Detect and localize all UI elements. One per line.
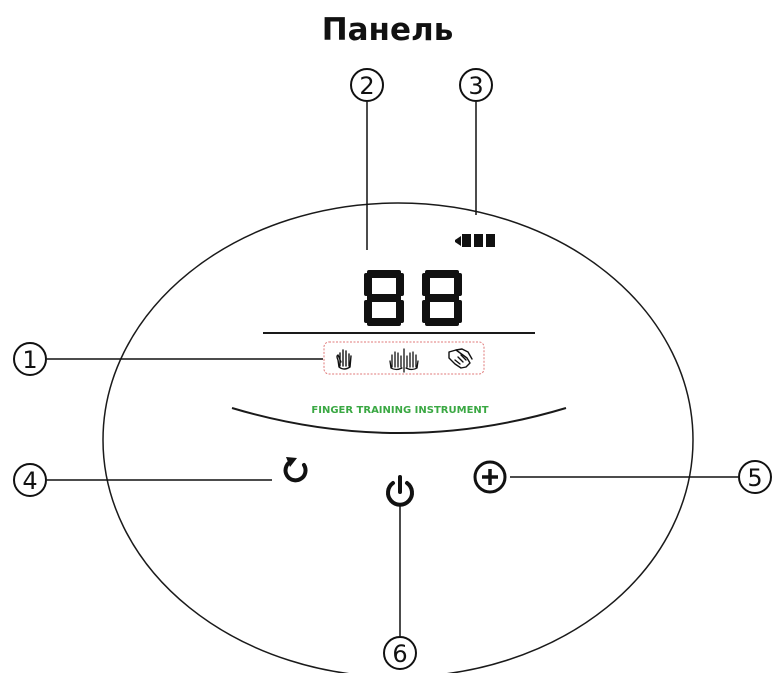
plus-button[interactable]	[473, 460, 507, 494]
callout-mode-icons: 1	[13, 342, 323, 376]
digit-segment-a	[367, 270, 401, 278]
digit-segment-d	[425, 318, 459, 326]
battery-icon	[455, 234, 495, 247]
svg-text:6: 6	[392, 640, 407, 668]
mode-icons-box	[323, 341, 485, 375]
digit-segment-f	[422, 273, 430, 296]
plus-icon	[473, 460, 507, 494]
callout-digit-display: 2	[350, 68, 384, 250]
digit-segment-a	[425, 270, 459, 278]
brand-text: FINGER TRAINING INSTRUMENT	[311, 405, 488, 416]
digit-segment-g	[425, 294, 459, 302]
lower-arc	[231, 407, 567, 434]
reset-button[interactable]	[283, 457, 308, 483]
svg-text:5: 5	[747, 464, 762, 492]
digit-segment-e	[422, 300, 430, 323]
digit-display	[364, 270, 462, 326]
power-button[interactable]	[386, 475, 414, 507]
digit-segment-f	[364, 273, 372, 296]
digit-segment-g	[367, 294, 401, 302]
callout-reset-button: 4	[13, 463, 272, 497]
digit-segment-c	[396, 300, 404, 323]
handshake-icon	[448, 348, 473, 369]
digit-segment-e	[364, 300, 372, 323]
digit-segment-d	[367, 318, 401, 326]
single-hand-icon	[336, 349, 352, 370]
callout-battery-indicator: 3	[459, 68, 493, 215]
digit-segment-b	[454, 273, 462, 296]
refresh-icon	[283, 460, 308, 483]
digit-segment-c	[454, 300, 462, 323]
two-hands-icon	[389, 348, 419, 373]
svg-text:2: 2	[359, 72, 374, 100]
svg-text:3: 3	[468, 72, 483, 100]
svg-text:4: 4	[22, 467, 37, 495]
callout-power-button: 6	[383, 503, 417, 670]
callout-plus-button: 5	[510, 460, 772, 494]
svg-text:1: 1	[22, 346, 37, 374]
digit-segment-b	[396, 273, 404, 296]
panel-title: Панель	[321, 12, 454, 48]
device-body	[102, 202, 694, 673]
